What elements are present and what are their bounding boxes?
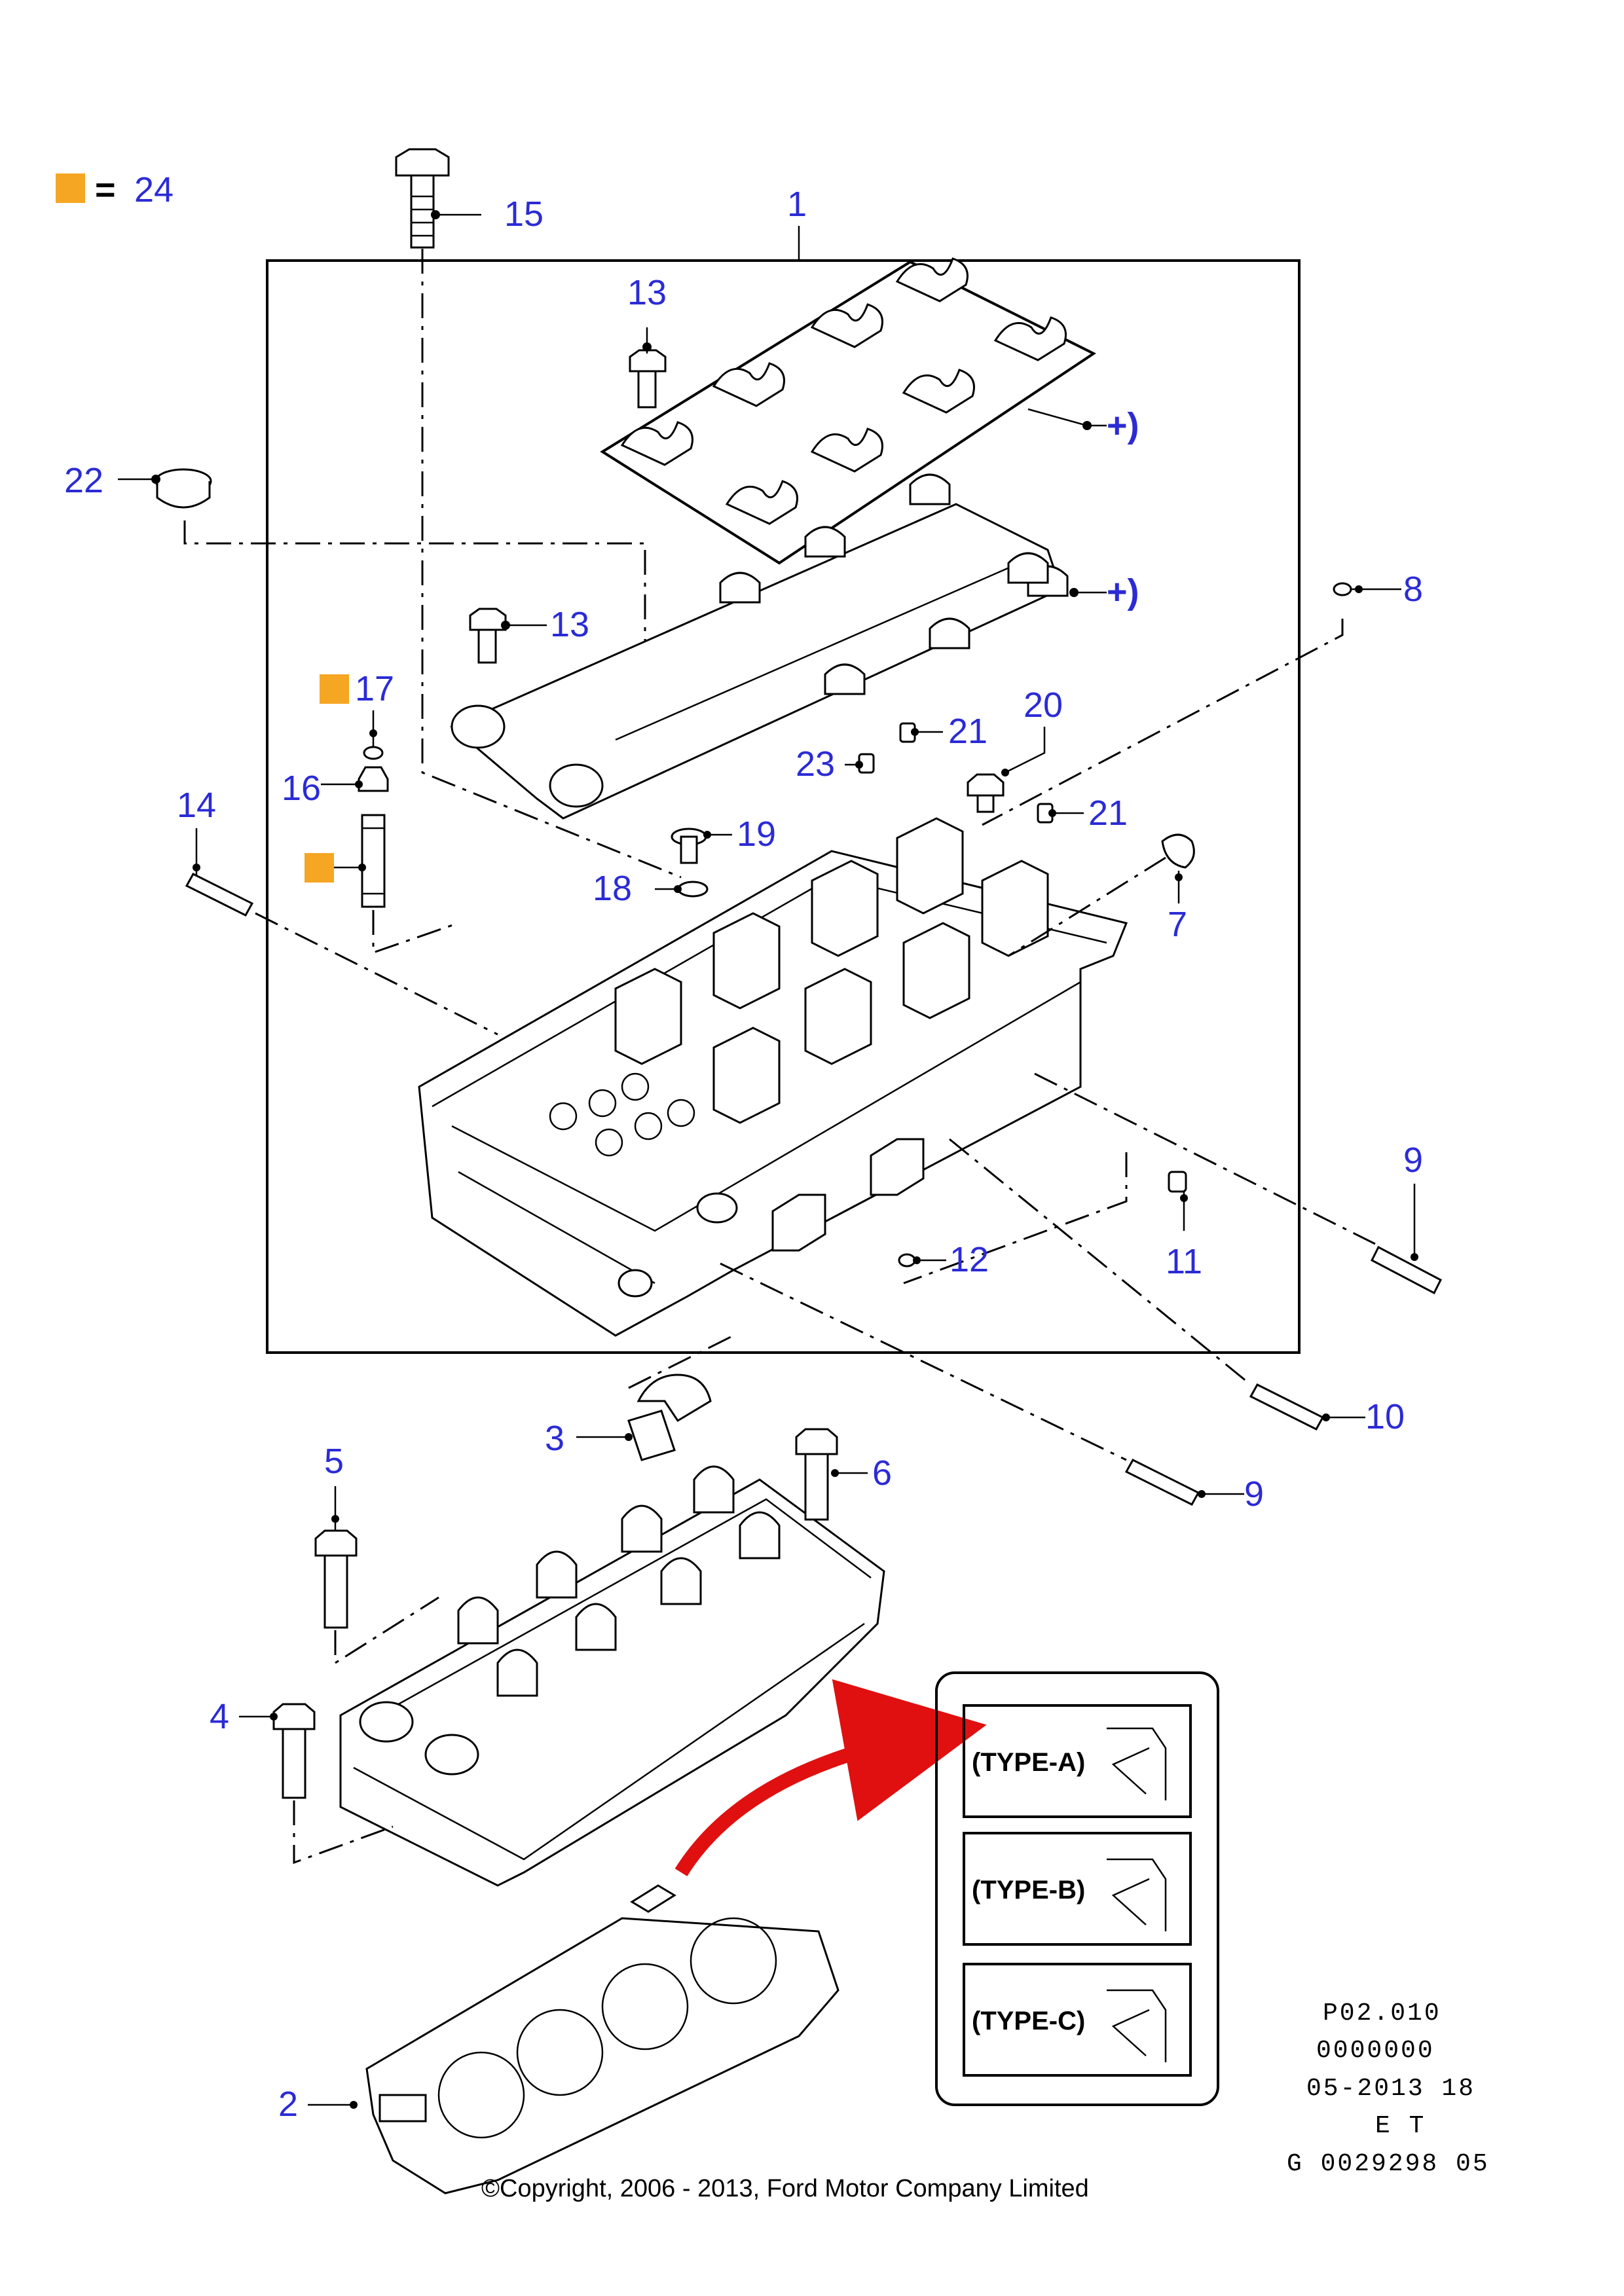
stud-14 (185, 828, 254, 917)
callout-18: 18 (593, 869, 632, 908)
ref-line-3: 05-2013 18 (1306, 2075, 1475, 2103)
type-c-box: (TYPE-C) (963, 1963, 1192, 2077)
legend: = 24 (56, 170, 174, 210)
callout-1: 1 (787, 185, 807, 224)
callout-12: 12 (950, 1240, 989, 1279)
dowel-23 (845, 753, 875, 774)
callout-20: 20 (1024, 685, 1063, 725)
head-gasket-2 (308, 1884, 840, 2195)
bolt-13-upper (629, 327, 667, 409)
callout-7: 7 (1168, 905, 1187, 944)
callout-8: 8 (1403, 570, 1423, 609)
highlight-valve-guide (304, 853, 334, 883)
legend-marker (56, 173, 85, 203)
part-19 (671, 828, 732, 864)
type-b-label: (TYPE-B) (972, 1876, 1085, 1904)
callout-21-lower: 21 (1088, 793, 1128, 833)
camshaft-carrier (450, 473, 1107, 820)
dowel-21-upper (899, 722, 943, 743)
callout-2: 2 (278, 2085, 298, 2124)
washer-18 (655, 881, 709, 898)
callout-21-upper: 21 (948, 712, 987, 751)
red-arrow (674, 1679, 987, 1876)
plug-7 (1161, 833, 1195, 903)
callout-11: 11 (1166, 1242, 1202, 1281)
reference-block: P02.010 0000000 05-2013 18 E T G 0029298… (1287, 1999, 1490, 2178)
bolt-20 (967, 727, 1046, 813)
callout-17: 17 (355, 669, 394, 708)
highlight-17 (320, 674, 349, 704)
gasket-types-panel: (TYPE-A) (TYPE-B) (TYPE-C) (935, 1671, 1219, 2106)
callout-3: 3 (545, 1419, 564, 1458)
dowel-21-lower (1037, 803, 1084, 824)
bolt-15 (395, 148, 481, 249)
plus-mark-1: +) (1107, 406, 1139, 445)
callout-6: 6 (872, 1453, 892, 1493)
callout-4: 4 (210, 1697, 229, 1736)
callout-13-upper: 13 (627, 273, 667, 312)
bolt-6 (795, 1428, 868, 1521)
callout-10: 10 (1365, 1397, 1405, 1436)
type-c-label: (TYPE-C) (972, 2007, 1085, 2035)
callout-13-lower: 13 (550, 605, 589, 644)
ref-line-1: P02.010 (1323, 1999, 1441, 2028)
type-a-label: (TYPE-A) (972, 1748, 1085, 1777)
copyright-text: ©Copyright, 2006 - 2013, Ford Motor Comp… (481, 2175, 1089, 2202)
legend-number: 24 (134, 170, 174, 210)
ref-line-4: E T (1375, 2112, 1426, 2140)
cylinder-head (418, 817, 1128, 1337)
callout-16: 16 (282, 769, 321, 808)
cylinder-head-lower (339, 1465, 885, 1887)
seal-8 (1333, 582, 1401, 596)
stud-9-lower (1124, 1459, 1244, 1506)
type-a-box: (TYPE-A) (963, 1704, 1192, 1818)
retainer-16 (321, 766, 389, 792)
callout-5: 5 (324, 1442, 344, 1481)
assembly-frame (266, 259, 1301, 1354)
plus-mark-2: +) (1107, 572, 1139, 611)
bearing-caps-set (600, 257, 1107, 565)
ref-line-5: G 0029298 05 (1287, 2150, 1490, 2178)
valve-guide (334, 814, 386, 908)
dowel-11 (1168, 1171, 1188, 1231)
stud-9-upper (1371, 1184, 1442, 1295)
seal-12 (898, 1253, 946, 1267)
callout-22: 22 (64, 461, 103, 500)
callout-14: 14 (177, 786, 216, 825)
bolt-4 (239, 1703, 316, 1799)
callout-19: 19 (737, 814, 776, 854)
bolt-13-lower (469, 608, 547, 664)
legend-equals: = (95, 170, 116, 210)
callout-9-upper: 9 (1403, 1140, 1423, 1180)
elbow-3 (576, 1374, 712, 1461)
type-b-box: (TYPE-B) (963, 1832, 1192, 1946)
seal-17 (363, 710, 384, 760)
callout-9-lower: 9 (1244, 1474, 1264, 1514)
bolt-5 (314, 1486, 358, 1629)
callout-23: 23 (796, 744, 835, 784)
ref-line-2: 0000000 (1316, 2037, 1435, 2065)
callout-15: 15 (504, 194, 544, 234)
stud-10 (1249, 1383, 1365, 1430)
plug-22 (118, 468, 212, 509)
